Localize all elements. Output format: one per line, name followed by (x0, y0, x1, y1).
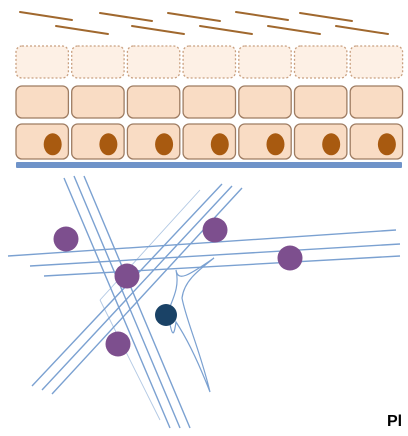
keratin-strand (131, 25, 185, 35)
fibroblast-cell (167, 257, 215, 393)
keratin-strand (235, 11, 289, 21)
fiber-line (73, 175, 181, 429)
fiber-line (41, 185, 233, 391)
purple-cell (114, 263, 140, 289)
middle-layer-cell (293, 85, 348, 119)
fiber-line (63, 177, 171, 429)
nucleus (210, 133, 229, 156)
nucleus (266, 133, 285, 156)
keratin-strand (267, 25, 321, 35)
purple-cell (53, 226, 79, 252)
fiber-line (7, 229, 397, 257)
fiber-line (43, 255, 401, 277)
keratin-strands (19, 11, 389, 35)
middle-layer-cell (182, 85, 237, 119)
corner-label: Pl (387, 413, 403, 430)
fiber-line (29, 243, 401, 267)
middle-layer-cell (238, 85, 292, 119)
outer-layer-cell (238, 45, 292, 79)
connective-fibers (7, 175, 401, 429)
keratin-strand (199, 25, 253, 35)
outer-layer-cell (349, 45, 404, 79)
epithelial-cell-layers (15, 45, 404, 160)
keratin-strand (335, 25, 389, 35)
nucleus (155, 133, 174, 156)
keratin-strand (55, 25, 109, 35)
outer-layer-cell (293, 45, 348, 79)
purple-cell (202, 217, 228, 243)
purple-cell (105, 331, 131, 357)
keratin-strand (99, 12, 153, 22)
basement-membrane (16, 162, 402, 168)
fiber-line (99, 299, 161, 421)
middle-layer-cell (126, 85, 181, 119)
dermal-cells (53, 217, 303, 357)
fiber-line (99, 189, 201, 301)
dark-cell (155, 304, 177, 326)
nucleus (377, 133, 396, 156)
purple-cell (277, 245, 303, 271)
keratin-strand (299, 12, 353, 22)
outer-layer-cell (15, 45, 70, 79)
outer-layer-cell (71, 45, 125, 79)
nucleus (322, 133, 341, 156)
middle-layer-cell (349, 85, 404, 119)
nucleus (43, 133, 62, 156)
outer-layer-cell (126, 45, 181, 79)
middle-layer-cell (71, 85, 125, 119)
keratin-strand (19, 11, 73, 21)
middle-layer-cell (15, 85, 70, 119)
nucleus (99, 133, 118, 156)
keratin-strand (167, 12, 221, 22)
outer-layer-cell (182, 45, 237, 79)
